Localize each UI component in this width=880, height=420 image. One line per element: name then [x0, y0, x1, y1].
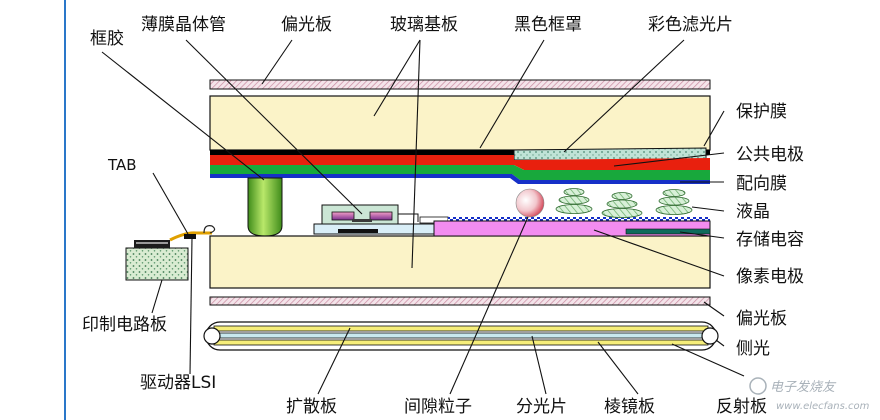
side-light-right	[701, 327, 719, 345]
watermark-url: www.elecfans.com	[776, 401, 870, 412]
label-driver-lsi: 驱动器LSI	[140, 373, 216, 393]
common-electrode-layer	[210, 165, 710, 180]
leader-lines	[101, 39, 745, 395]
top-glass-substrate	[209, 95, 711, 151]
label-frame-glue: 框胶	[90, 29, 124, 49]
label-liquid-crystal: 液晶	[736, 202, 770, 222]
prism-sheet	[213, 339, 709, 346]
tft-source	[331, 211, 355, 221]
label-glass-substrate: 玻璃基板	[390, 15, 458, 35]
label-black-matrix: 黑色框罩	[514, 15, 582, 35]
tft-gate	[338, 229, 378, 233]
liquid-crystal-group	[555, 188, 693, 218]
diffuser-sheet	[213, 325, 709, 332]
label-reflector: 反射板	[716, 397, 767, 417]
driver-lsi-chip	[184, 234, 196, 239]
tab-bend	[203, 225, 216, 234]
red-filter-layer	[210, 155, 710, 170]
label-protective-film: 保护膜	[736, 102, 787, 122]
label-prism-sheet: 棱镜板	[604, 397, 655, 417]
label-diffuser: 扩散板	[286, 397, 337, 417]
page-edge	[64, 0, 66, 420]
spacer-ball	[515, 188, 545, 218]
frame-glue	[247, 177, 283, 237]
label-pixel-electrode: 像素电极	[736, 267, 804, 287]
bottom-polarizer	[209, 296, 711, 306]
label-polarizer-bottom: 偏光板	[736, 309, 787, 329]
pcb-board	[125, 247, 189, 281]
tft-contact	[398, 213, 419, 222]
label-common-electrode: 公共电极	[736, 145, 804, 165]
label-alignment-film: 配向膜	[736, 174, 787, 194]
label-pcb: 印制电路板	[82, 315, 167, 335]
watermark-text: 电子发烧友	[770, 380, 837, 395]
bottom-glass-substrate	[209, 235, 711, 289]
bottom-alignment-film	[448, 217, 710, 221]
tft-channel	[352, 219, 372, 222]
label-polarizer-top: 偏光板	[281, 15, 332, 35]
label-tft: 薄膜晶体管	[141, 15, 226, 35]
light-guide-plate	[213, 332, 709, 339]
label-side-light: 侧光	[736, 339, 770, 359]
label-light-splitter: 分光片	[516, 397, 567, 417]
watermark: 电子发烧友 www.elecfans.com	[749, 377, 870, 412]
top-polarizer	[209, 79, 711, 90]
pcb-connector-pins	[136, 242, 168, 244]
label-color-filter: 彩色滤光片	[648, 15, 733, 35]
label-tab: TAB	[107, 156, 137, 174]
tft-drain	[369, 211, 393, 221]
alignment-film-layer	[210, 174, 710, 184]
label-storage-capacitor: 存储电容	[736, 230, 804, 250]
side-light-left	[203, 327, 221, 345]
tab-film	[169, 231, 212, 242]
label-spacer: 间隙粒子	[404, 397, 472, 417]
storage-capacitor	[625, 228, 711, 235]
